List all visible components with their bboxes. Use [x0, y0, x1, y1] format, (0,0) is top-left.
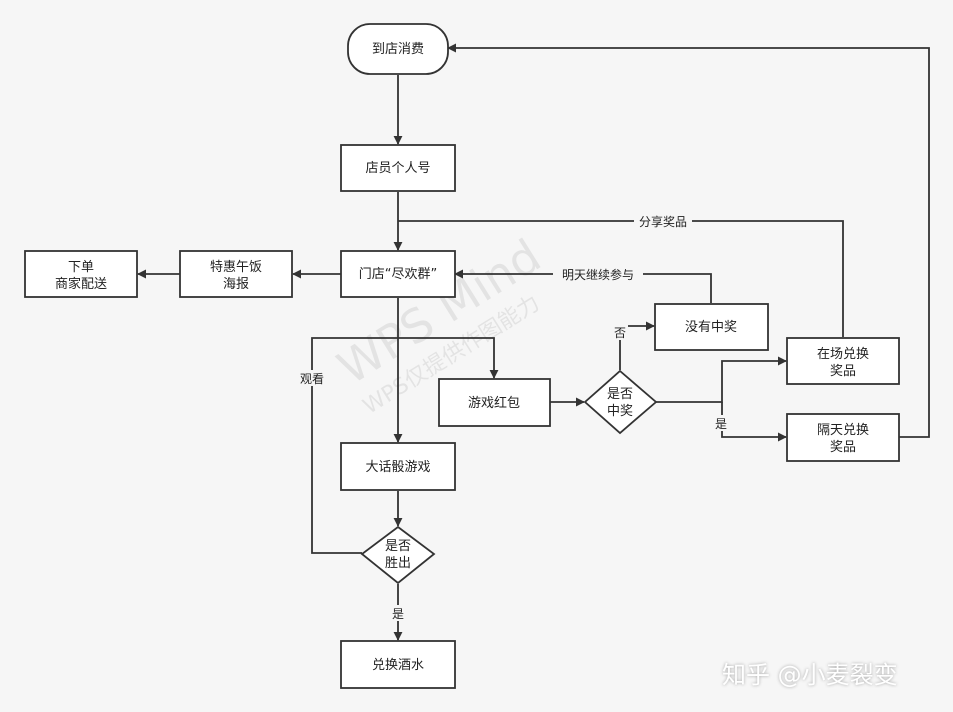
- node-order: 下单 商家配送: [24, 250, 138, 298]
- node-is-win: 是否 中奖: [583, 369, 658, 435]
- node-is-victory: 是否 胜出: [360, 525, 436, 585]
- node-nextday: 隔天兑换 奖品: [786, 413, 900, 462]
- credit-watermark: 知乎 @小麦裂变: [722, 661, 898, 689]
- node-redpacket-text: 游戏红包: [468, 395, 520, 411]
- node-order-line2: 商家配送: [55, 276, 107, 292]
- label-yes-victory: 是: [392, 607, 404, 621]
- node-is-victory-line2: 胜出: [385, 556, 411, 571]
- node-staff: 店员个人号: [340, 144, 456, 192]
- node-drinks: 兑换酒水: [340, 640, 456, 689]
- node-start: 到店消费: [347, 23, 449, 75]
- node-group: 门店“尽欢群”: [340, 250, 456, 298]
- node-is-win-line2: 中奖: [607, 404, 633, 419]
- node-onsite: 在场兑换 奖品: [786, 337, 900, 385]
- node-nextday-line1: 隔天兑换: [817, 423, 869, 438]
- node-poster-line2: 海报: [223, 277, 249, 292]
- node-onsite-line2: 奖品: [830, 364, 856, 379]
- label-yes-win: 是: [715, 417, 727, 431]
- node-onsite-line1: 在场兑换: [817, 347, 869, 362]
- node-drinks-text: 兑换酒水: [372, 658, 424, 673]
- edge-onsite-share: [398, 220, 844, 337]
- node-dice: 大话骰游戏: [340, 442, 456, 491]
- edge-iswin-onsite: [656, 356, 787, 403]
- node-poster-line1: 特惠午饭: [210, 260, 262, 275]
- node-no-win-text: 没有中奖: [685, 320, 737, 335]
- label-share-prize: 分享奖品: [639, 214, 687, 229]
- edge-iswin-nextday: [721, 402, 787, 442]
- node-is-win-line1: 是否: [607, 387, 633, 402]
- node-order-line1: 下单: [68, 260, 94, 275]
- node-is-victory-line1: 是否: [385, 539, 411, 554]
- node-start-text: 到店消费: [372, 42, 424, 57]
- node-staff-text: 店员个人号: [365, 161, 430, 176]
- edge-group-redpacket: [398, 337, 499, 379]
- label-no: 否: [614, 326, 626, 340]
- edge-nowin-group: [454, 269, 712, 303]
- node-dice-text: 大话骰游戏: [365, 460, 430, 475]
- edge-nextday-start: [447, 43, 930, 438]
- node-redpacket: 游戏红包: [438, 378, 551, 427]
- node-group-text: 门店“尽欢群”: [359, 267, 437, 282]
- edge-labels: 分享奖品 明天继续参与 否 是 观看 是: [298, 213, 729, 621]
- nodes: 到店消费 店员个人号 门店“尽欢群” 特惠午饭 海报 下单 商家配送 没有中奖 …: [24, 23, 900, 689]
- node-poster: 特惠午饭 海报: [179, 250, 293, 298]
- label-tomorrow-again: 明天继续参与: [562, 267, 634, 282]
- node-no-win: 没有中奖: [654, 303, 769, 351]
- edge-isvictory-watch: [311, 337, 398, 554]
- node-nextday-line2: 奖品: [830, 440, 856, 455]
- label-watch: 观看: [300, 372, 324, 386]
